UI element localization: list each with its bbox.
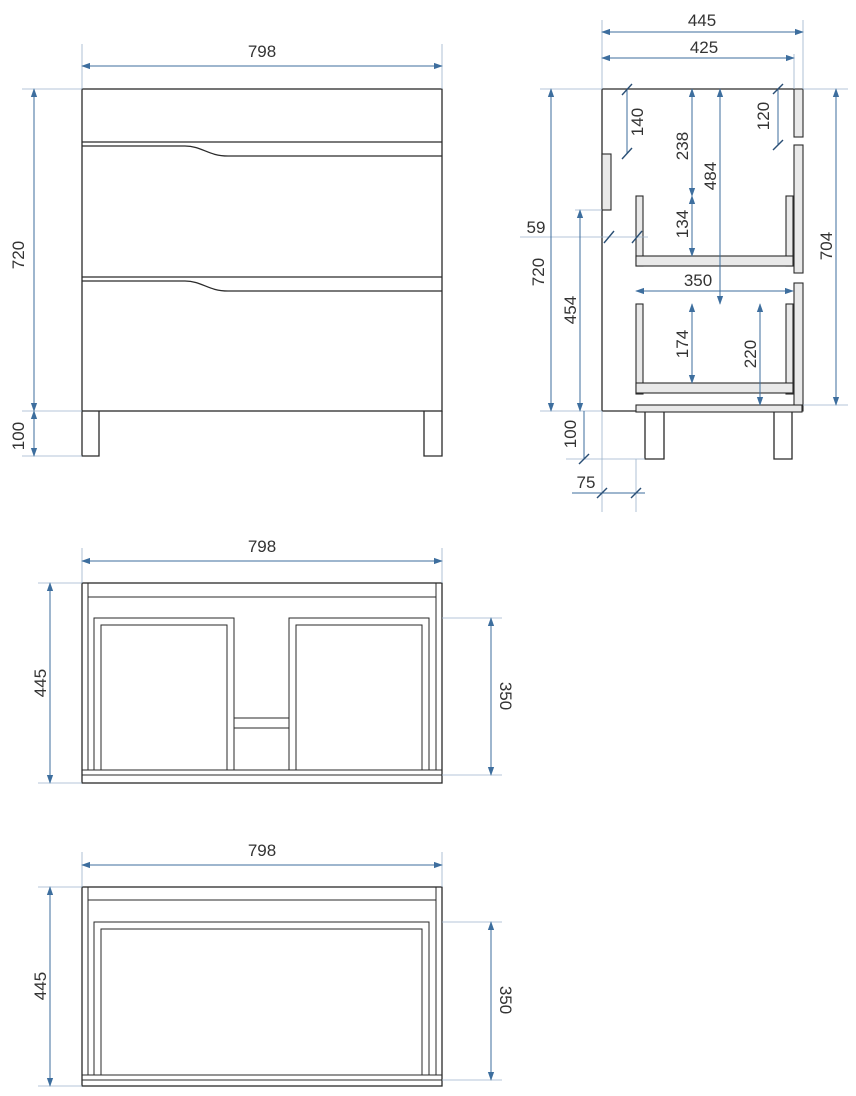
top-view-2: 798 445 350 bbox=[31, 841, 515, 1087]
side-drawer2-bottom-label: 454 bbox=[561, 296, 580, 324]
top2-depth-label: 445 bbox=[31, 972, 50, 1000]
side-legs-label: 100 bbox=[561, 420, 580, 448]
top1-width-label: 798 bbox=[248, 537, 276, 556]
top1-drawer-left bbox=[93, 617, 235, 771]
side-back-top-label: 120 bbox=[754, 102, 773, 130]
top2-outline bbox=[81, 886, 443, 1087]
side-height-label: 720 bbox=[529, 258, 548, 286]
drawer-2-front bbox=[635, 303, 644, 395]
drawer-2-bottom bbox=[635, 382, 794, 394]
side-drawer2-height-label: 174 bbox=[673, 330, 692, 358]
drawer-1-bottom bbox=[635, 255, 794, 267]
side-drawer2-clear-label: 220 bbox=[741, 340, 760, 368]
front-width-label: 798 bbox=[248, 42, 276, 61]
cabinet-body bbox=[81, 88, 443, 412]
back-panel-lower bbox=[793, 282, 804, 412]
top1-outline bbox=[81, 582, 443, 784]
top1-inner-depth-label: 350 bbox=[496, 682, 515, 710]
side-depth-inner-label: 425 bbox=[690, 38, 718, 57]
side-drawer1-top-label: 238 bbox=[673, 132, 692, 160]
side-view: 445 425 140 238 484 120 59 134 720 bbox=[520, 11, 848, 512]
top2-drawer bbox=[93, 921, 430, 1076]
side-leg-back bbox=[773, 412, 793, 460]
side-top-gap-label: 140 bbox=[628, 108, 647, 136]
top1-center-rail bbox=[233, 717, 290, 729]
top-view-1: 798 445 350 bbox=[31, 537, 515, 784]
drawer-2-handle-groove bbox=[82, 280, 442, 292]
side-drawer-offset-label: 484 bbox=[701, 162, 720, 190]
front-leg-right bbox=[423, 411, 443, 457]
top1-depth-label: 445 bbox=[31, 669, 50, 697]
front-panel-section bbox=[601, 153, 612, 211]
side-drawer1-side-label: 59 bbox=[527, 218, 546, 237]
top2-width-label: 798 bbox=[248, 841, 276, 860]
back-panel-upper bbox=[793, 144, 804, 274]
side-leg-front bbox=[644, 412, 665, 460]
drawer-1-handle-groove bbox=[82, 145, 442, 157]
back-rail-top bbox=[793, 88, 804, 138]
drawer-2-back bbox=[785, 303, 794, 395]
side-leg-offset-label: 75 bbox=[577, 473, 596, 492]
front-leg-left bbox=[81, 411, 100, 457]
side-drawer1-height-label: 134 bbox=[673, 210, 692, 238]
top1-drawer-right bbox=[288, 617, 430, 771]
side-drawer-depth-label: 350 bbox=[684, 271, 712, 290]
side-depth-outer-label: 445 bbox=[688, 11, 716, 30]
front-legs-label: 100 bbox=[9, 422, 28, 450]
front-view: 798 720 100 bbox=[9, 42, 443, 457]
front-height-label: 720 bbox=[9, 241, 28, 269]
side-plinth bbox=[635, 404, 803, 413]
top2-inner-depth-label: 350 bbox=[496, 986, 515, 1014]
side-back-height-label: 704 bbox=[817, 232, 836, 260]
